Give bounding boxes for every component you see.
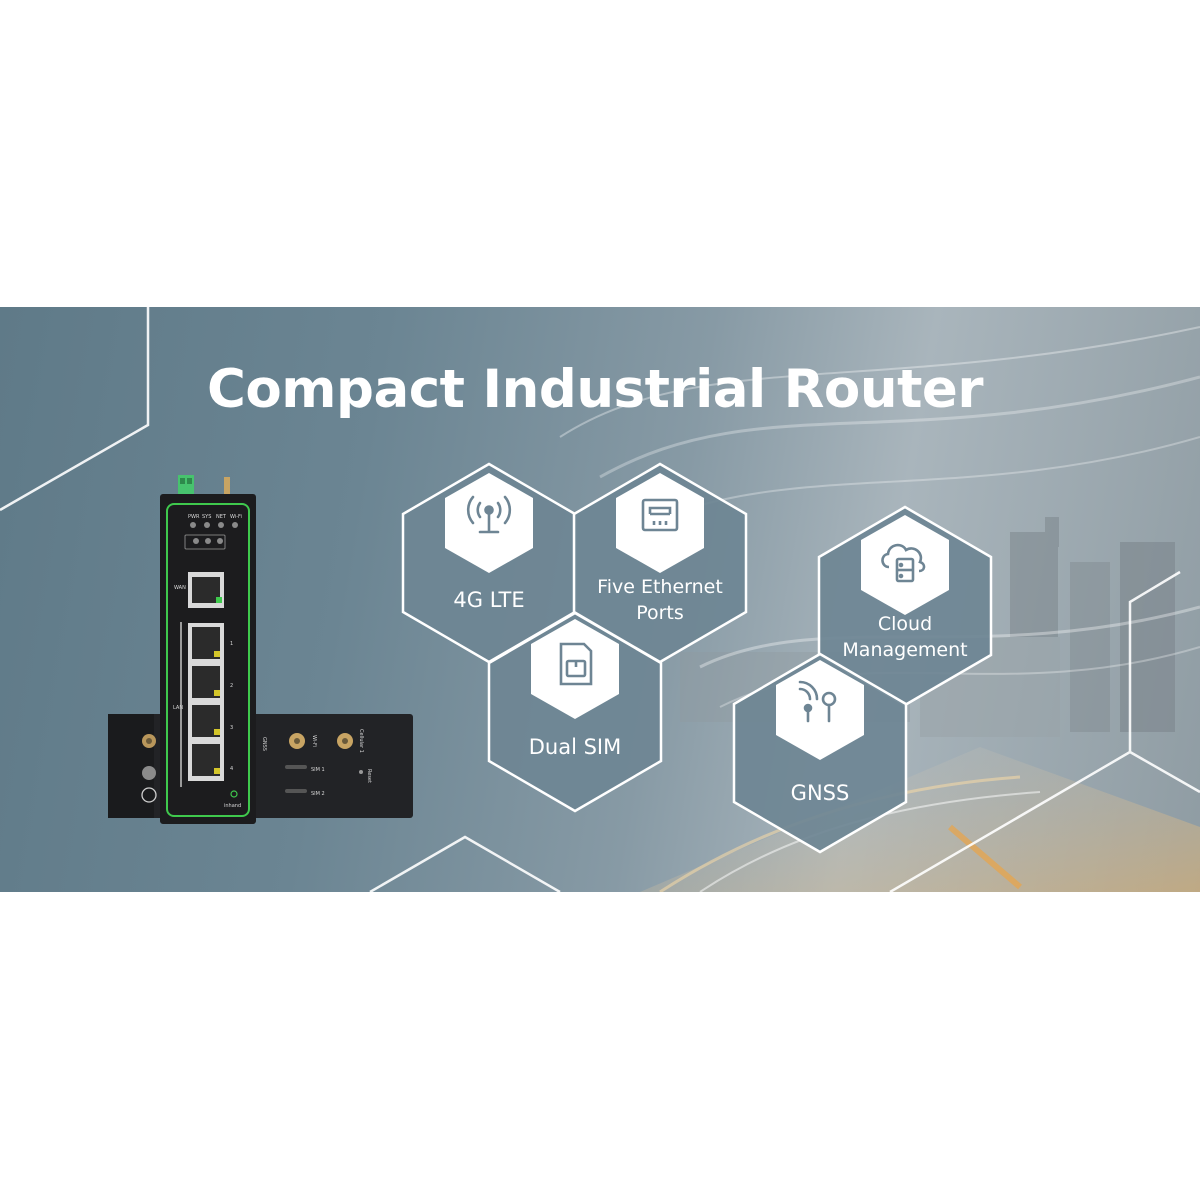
sim1-slot-label: SIM 1 bbox=[311, 767, 325, 773]
led-label-wifi: Wi-Fi bbox=[230, 514, 242, 520]
lan-port-number-1: 1 bbox=[230, 641, 233, 647]
wan-port-label: WAN bbox=[174, 585, 186, 591]
feature-label-4g-lte: 4G LTE bbox=[453, 588, 525, 612]
lan-port-number-2: 2 bbox=[230, 683, 233, 689]
led-label-net: NET bbox=[216, 514, 227, 520]
lan-port-number-3: 3 bbox=[230, 725, 233, 731]
brand-logo-icon bbox=[230, 790, 238, 798]
antenna-icon bbox=[466, 495, 512, 534]
cellular-port-label: Cellular 1 bbox=[358, 729, 364, 753]
cloud-server-icon bbox=[881, 543, 926, 583]
hero-banner: Compact Industrial Router bbox=[0, 307, 1200, 892]
brand-name: inhand bbox=[224, 803, 241, 809]
reset-label: Reset bbox=[366, 769, 372, 783]
lan-port-number-4: 4 bbox=[230, 766, 233, 772]
decor-hex-lines bbox=[0, 307, 1200, 892]
feature-hex-4g-lte[interactable] bbox=[401, 462, 577, 664]
sim-card-icon bbox=[559, 642, 593, 686]
feature-label-cloud: Cloud Management bbox=[842, 613, 968, 661]
feature-label-ethernet: Five Ethernet Ports bbox=[597, 576, 723, 624]
ethernet-port-icon bbox=[641, 498, 679, 532]
feature-hex-cloud[interactable] bbox=[817, 505, 993, 707]
lan-port-label: LAN bbox=[173, 705, 183, 711]
led-label-sys: SYS bbox=[202, 514, 211, 520]
router-device: GNSS Wi-Fi Cellular 1 SIM 1 SIM 2 Reset … bbox=[108, 475, 413, 824]
feature-hex-dual-sim[interactable] bbox=[487, 611, 663, 813]
feature-label-gnss: GNSS bbox=[790, 781, 850, 805]
led-label-pwr: PWR bbox=[188, 514, 200, 520]
gnss-port-label: GNSS bbox=[261, 737, 267, 751]
router-side-module: GNSS Wi-Fi Cellular 1 SIM 1 SIM 2 Reset bbox=[108, 714, 413, 818]
router-front-panel: PWR SYS NET Wi-Fi WAN LAN bbox=[160, 475, 256, 824]
feature-hexagons bbox=[401, 462, 993, 854]
sim2-slot-label: SIM 2 bbox=[311, 791, 325, 797]
gnss-location-icon bbox=[798, 680, 837, 723]
feature-label-dual-sim: Dual SIM bbox=[528, 735, 622, 759]
feature-hex-gnss[interactable] bbox=[732, 652, 908, 854]
headline: Compact Industrial Router bbox=[206, 359, 984, 420]
wifi-port-label: Wi-Fi bbox=[311, 735, 317, 747]
feature-hex-ethernet[interactable] bbox=[572, 462, 748, 664]
